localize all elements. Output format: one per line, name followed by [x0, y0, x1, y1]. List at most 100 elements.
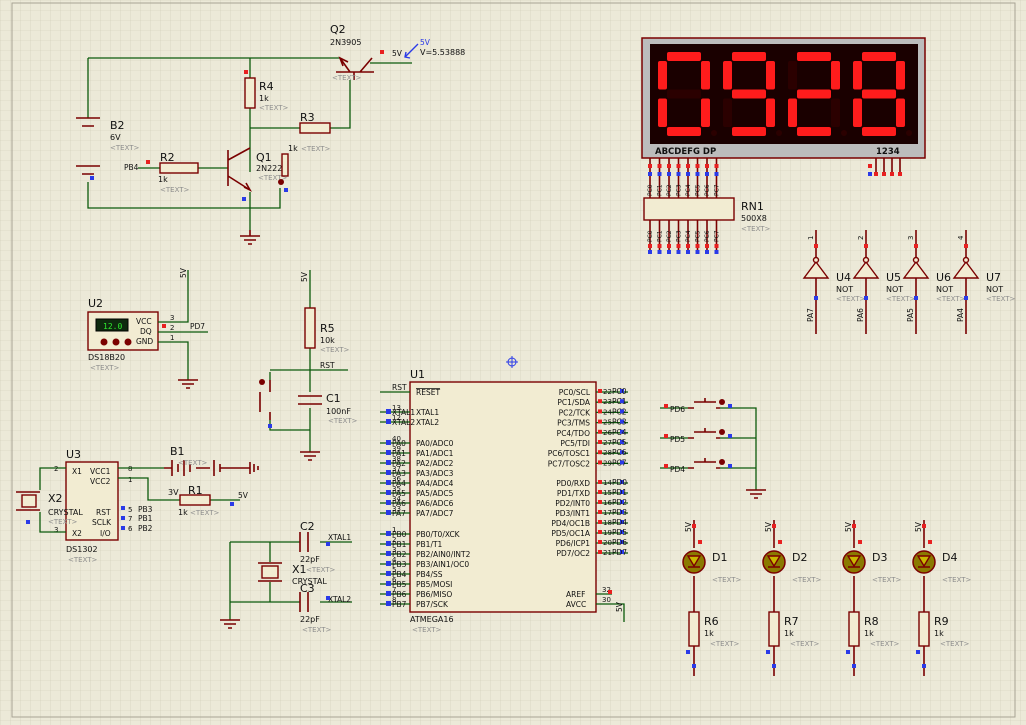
- u1-pin-number: 35: [392, 485, 401, 493]
- resistor-r3[interactable]: [299, 122, 331, 134]
- button-group: PD6 PD5 PD4: [660, 398, 766, 499]
- u3-pin-8: 8: [128, 465, 132, 473]
- led-d4[interactable]: [912, 550, 936, 574]
- push-button-3[interactable]: [688, 458, 725, 469]
- rn1-pin-marker: [667, 244, 671, 248]
- rn1-body[interactable]: [643, 197, 735, 221]
- u1-pin-pd0: PD0/RXD: [556, 479, 590, 488]
- oscillator-circuit: C2 22pF <TEXT> XTAL1 X1 CRYSTAL C3 22pF …: [220, 520, 352, 634]
- c1-ref: C1: [326, 392, 341, 405]
- inverter-bubble: [912, 256, 920, 264]
- u1-pin-pa1: PA1/ADC1: [416, 449, 454, 458]
- atmega16-body[interactable]: [409, 381, 597, 613]
- u1-pin-avcc-num: 30: [602, 596, 611, 604]
- resistor-r2[interactable]: [159, 162, 199, 174]
- battery-b2[interactable]: [76, 117, 100, 180]
- rn1-bottom-net: PC7: [714, 230, 721, 242]
- led-diode-symbol: [846, 555, 862, 568]
- u3-pin-vcc1: VCC1: [90, 467, 111, 476]
- u1-pin-marker: [598, 419, 602, 424]
- b1-value: 3V: [168, 488, 179, 497]
- u3-pin-x2: X2: [72, 529, 82, 538]
- sensor-u2: 12.0 VCC DQ GND 3 2 1 PD7 5V U2 DS18B20 …: [87, 267, 208, 389]
- rn1-top-net: PC2: [666, 184, 673, 196]
- probe-coil[interactable]: [278, 153, 289, 192]
- b1-ref: B1: [170, 445, 185, 458]
- u1-pin-pc6: PC6/TOSC1: [548, 449, 591, 458]
- q2-ref: Q2: [330, 23, 346, 36]
- led-d3[interactable]: [842, 550, 866, 574]
- u1-pin-xtal2: XTAL2: [416, 418, 439, 427]
- u1-pin-pb6: PB6/MISO: [416, 590, 452, 599]
- rn1-pin-marker: [648, 244, 652, 248]
- rn1-bottom-net: PC6: [704, 230, 711, 242]
- display-digit-1: [658, 52, 717, 136]
- resistor-r7[interactable]: [768, 611, 780, 647]
- resistor-r5[interactable]: [304, 307, 316, 349]
- u1-net-pd0: PD0: [612, 478, 627, 487]
- rn1-pin-marker: [657, 250, 662, 254]
- u1-pin-marker: [620, 530, 624, 534]
- u1-pin-number: 39: [392, 445, 401, 453]
- ds1302-body[interactable]: [65, 461, 119, 541]
- d2-text-placeholder: <TEXT>: [792, 576, 822, 584]
- resistor-r1[interactable]: [179, 494, 211, 506]
- push-button-1[interactable]: [688, 398, 725, 409]
- capacitor-c3[interactable]: [299, 592, 309, 612]
- u3-pin-2: 2: [54, 465, 58, 473]
- c3-ref: C3: [300, 582, 315, 595]
- led-pin-marker: [692, 524, 696, 528]
- transistor-q2[interactable]: [336, 56, 374, 80]
- u1-pin-number: 33: [392, 505, 401, 513]
- crystal-x1[interactable]: [258, 562, 282, 582]
- u1-pin-marker: [620, 550, 624, 554]
- u1-pin-marker: [598, 450, 602, 455]
- rn1-pin-marker: [667, 164, 671, 168]
- reset-button[interactable]: [259, 379, 271, 420]
- u1-pin-pc0: PC0/SCL: [559, 388, 591, 397]
- segment-b: [701, 61, 710, 90]
- u1-net-xtal1: XTAL1: [392, 408, 415, 417]
- u1-pin-pc2: PC2/TCK: [559, 408, 591, 417]
- u1-pin-number: 18: [603, 519, 612, 527]
- u1-net-pb6: PB6: [392, 590, 407, 599]
- inverter-net-label: PA4: [956, 308, 965, 322]
- r5-text-placeholder: <TEXT>: [320, 346, 350, 354]
- u1-pin-number: 38: [392, 455, 401, 463]
- led-d2[interactable]: [762, 550, 786, 574]
- resistor-r4[interactable]: [244, 77, 256, 109]
- c2-value: 22pF: [300, 555, 320, 564]
- u1-pin-marker: [620, 429, 624, 434]
- resistor-r6[interactable]: [688, 611, 700, 647]
- push-button-2[interactable]: [688, 428, 725, 439]
- u1-ref: U1: [410, 368, 425, 381]
- resistor-r9[interactable]: [918, 611, 930, 647]
- u1-pin-marker: [386, 551, 391, 556]
- voltage-probe[interactable]: [404, 43, 419, 59]
- u1-pin-pd4: PD4/OC1B: [551, 519, 590, 528]
- transistor-q1[interactable]: [227, 147, 253, 192]
- capacitor-c1[interactable]: [298, 395, 322, 405]
- segment-a: [862, 52, 896, 61]
- u1-pin-pb1: PB1/T1: [416, 540, 443, 549]
- battery-b1[interactable]: [164, 460, 259, 476]
- u5-ref: U5: [886, 271, 901, 284]
- u3-pin-3: 3: [54, 526, 58, 534]
- inverter-pin-marker: [814, 296, 818, 300]
- u1-pin-aref: AREF: [566, 590, 585, 599]
- q2-text-placeholder: <TEXT>: [332, 74, 362, 82]
- crystal-x2[interactable]: [16, 491, 40, 511]
- u1-net-pd3: PD3: [612, 508, 627, 517]
- resistor-r8[interactable]: [848, 611, 860, 647]
- u1-pin-pb7: PB7/SCK: [416, 600, 449, 609]
- capacitor-c2[interactable]: [299, 532, 309, 552]
- segment-g: [797, 89, 831, 99]
- led-d1[interactable]: [682, 550, 706, 574]
- u1-net-pd5: PD5: [612, 528, 627, 537]
